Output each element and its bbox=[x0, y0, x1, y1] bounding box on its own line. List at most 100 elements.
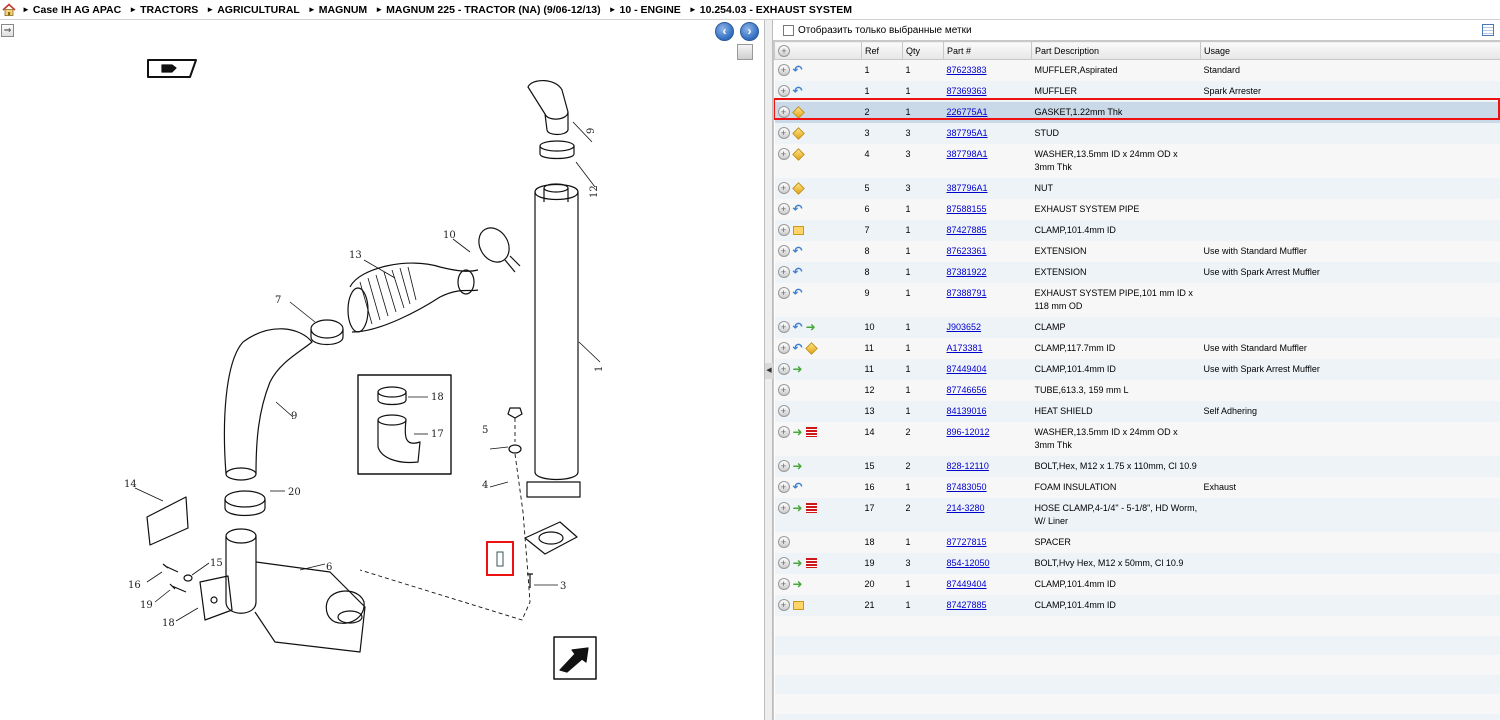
replaced-part-icon[interactable]: ↶ bbox=[792, 480, 803, 494]
expand-icon[interactable]: + bbox=[777, 578, 790, 590]
part-number-link[interactable]: 214-3280 bbox=[946, 503, 985, 513]
expand-icon[interactable]: + bbox=[777, 363, 790, 375]
box-part-icon[interactable] bbox=[792, 600, 804, 610]
expand-icon[interactable]: + bbox=[777, 321, 790, 333]
exploded-parts-diagram[interactable]: 9 12 1 10 13 7 9 18 17 14 20 6 15 16 19 … bbox=[0, 42, 765, 720]
part-number-link[interactable]: 87449404 bbox=[946, 364, 987, 374]
selected-part-marker[interactable] bbox=[486, 541, 514, 576]
kit-part-icon[interactable] bbox=[791, 181, 805, 195]
replaced-part-icon[interactable]: ↶ bbox=[792, 63, 803, 77]
part-number-link[interactable]: 87427885 bbox=[946, 225, 987, 235]
pane-splitter[interactable]: ◀ bbox=[765, 20, 773, 720]
clamp-part-20[interactable] bbox=[224, 490, 266, 517]
part-number-link[interactable]: 87388791 bbox=[946, 288, 987, 298]
expand-icon[interactable]: + bbox=[777, 127, 790, 139]
clamp-part-10[interactable] bbox=[473, 222, 521, 273]
expand-icon[interactable]: + bbox=[777, 460, 790, 472]
superseded-part-icon[interactable]: ➜ bbox=[792, 362, 803, 376]
breadcrumb-item[interactable]: ►MAGNUM 225 - TRACTOR (NA) (9/06-12/13) bbox=[375, 4, 600, 16]
replaced-part-icon[interactable]: ↶ bbox=[792, 341, 803, 355]
grid-settings-icon[interactable] bbox=[1482, 24, 1494, 36]
show-selected-only-checkbox[interactable] bbox=[783, 24, 794, 36]
column-header-description[interactable]: Part Description bbox=[1031, 41, 1201, 60]
kit-part-icon[interactable] bbox=[791, 105, 805, 119]
expand-icon[interactable]: + bbox=[777, 536, 790, 548]
previous-page-button[interactable]: ‹ bbox=[715, 22, 734, 41]
superseded-part-icon[interactable]: ➜ bbox=[792, 577, 803, 591]
flex-tube-part[interactable] bbox=[347, 262, 479, 333]
part-number-link[interactable]: 87449404 bbox=[946, 579, 987, 589]
replaced-part-icon[interactable]: ↶ bbox=[792, 84, 803, 98]
exhaust-pipe-part-9[interactable] bbox=[223, 328, 313, 481]
part-number-link[interactable]: 84139016 bbox=[946, 406, 987, 416]
expand-icon[interactable]: + bbox=[777, 224, 790, 236]
expand-icon[interactable]: + bbox=[777, 599, 790, 611]
nut-part-5[interactable] bbox=[507, 407, 523, 419]
superseded-part-icon[interactable]: ➜ bbox=[792, 556, 803, 570]
superseded-part-icon[interactable]: ➜ bbox=[792, 501, 803, 515]
bolt-part-19[interactable] bbox=[169, 583, 187, 593]
breadcrumb-item[interactable]: ►AGRICULTURAL bbox=[206, 4, 300, 16]
part-number-link[interactable]: 87483050 bbox=[946, 482, 987, 492]
bolt-part-15[interactable] bbox=[162, 563, 179, 573]
expand-icon[interactable]: + bbox=[777, 502, 790, 514]
exhaust-pipe-part-6[interactable] bbox=[225, 528, 366, 653]
part-number-link[interactable]: 87623361 bbox=[946, 246, 987, 256]
part-number-link[interactable]: 87427885 bbox=[946, 600, 987, 610]
part-number-link[interactable]: 87727815 bbox=[946, 537, 987, 547]
clamp-part-11[interactable] bbox=[539, 140, 575, 160]
expand-icon[interactable]: + bbox=[777, 148, 790, 160]
home-icon[interactable] bbox=[2, 2, 16, 17]
expand-icon[interactable]: + bbox=[777, 557, 790, 569]
export-icon[interactable]: ⇒ bbox=[1, 24, 14, 37]
kit-part-icon[interactable] bbox=[791, 147, 805, 161]
part-number-link[interactable]: 828-12110 bbox=[946, 461, 989, 471]
box-part-icon[interactable] bbox=[792, 225, 804, 235]
gasket-part[interactable] bbox=[524, 521, 578, 555]
superseded-part-icon[interactable]: ➜ bbox=[792, 459, 803, 473]
expand-icon[interactable]: + bbox=[777, 342, 790, 354]
part-number-link[interactable]: 896-12012 bbox=[946, 427, 990, 437]
breadcrumb-item[interactable]: ►MAGNUM bbox=[308, 4, 367, 16]
expand-icon[interactable]: + bbox=[777, 384, 790, 396]
part-number-link[interactable]: 87623383 bbox=[946, 65, 987, 75]
replaced-part-icon[interactable]: ↶ bbox=[792, 286, 803, 300]
part-number-link[interactable]: 87746656 bbox=[946, 385, 987, 395]
part-number-link[interactable]: 387796A1 bbox=[946, 183, 988, 193]
kit-part-icon[interactable] bbox=[804, 341, 818, 355]
expand-icon[interactable]: + bbox=[777, 266, 790, 278]
select-all-header[interactable]: + bbox=[774, 41, 862, 60]
part-number-link[interactable]: A173381 bbox=[946, 343, 983, 353]
bracket-part[interactable] bbox=[199, 575, 233, 621]
expand-icon[interactable]: + bbox=[777, 405, 790, 417]
next-view-arrow[interactable] bbox=[553, 636, 597, 680]
washer-part-4[interactable] bbox=[508, 444, 522, 454]
muffler-part[interactable] bbox=[526, 183, 581, 498]
superseded-part-icon[interactable]: ➜ bbox=[792, 425, 803, 439]
notes-list-icon[interactable] bbox=[805, 427, 817, 437]
extension-part[interactable] bbox=[527, 80, 569, 136]
expand-icon[interactable]: + bbox=[777, 426, 790, 438]
collapse-handle-icon[interactable]: ◀ bbox=[765, 363, 773, 379]
heat-shield-part[interactable] bbox=[146, 496, 189, 546]
notes-list-icon[interactable] bbox=[805, 558, 817, 568]
expand-icon[interactable]: + bbox=[777, 203, 790, 215]
expand-icon[interactable]: + bbox=[777, 182, 790, 194]
part-number-link[interactable]: 87381922 bbox=[946, 267, 987, 277]
breadcrumb-item[interactable]: ►10 - ENGINE bbox=[609, 4, 681, 16]
expand-icon[interactable]: + bbox=[777, 106, 790, 118]
part-number-link[interactable]: 387795A1 bbox=[946, 128, 988, 138]
